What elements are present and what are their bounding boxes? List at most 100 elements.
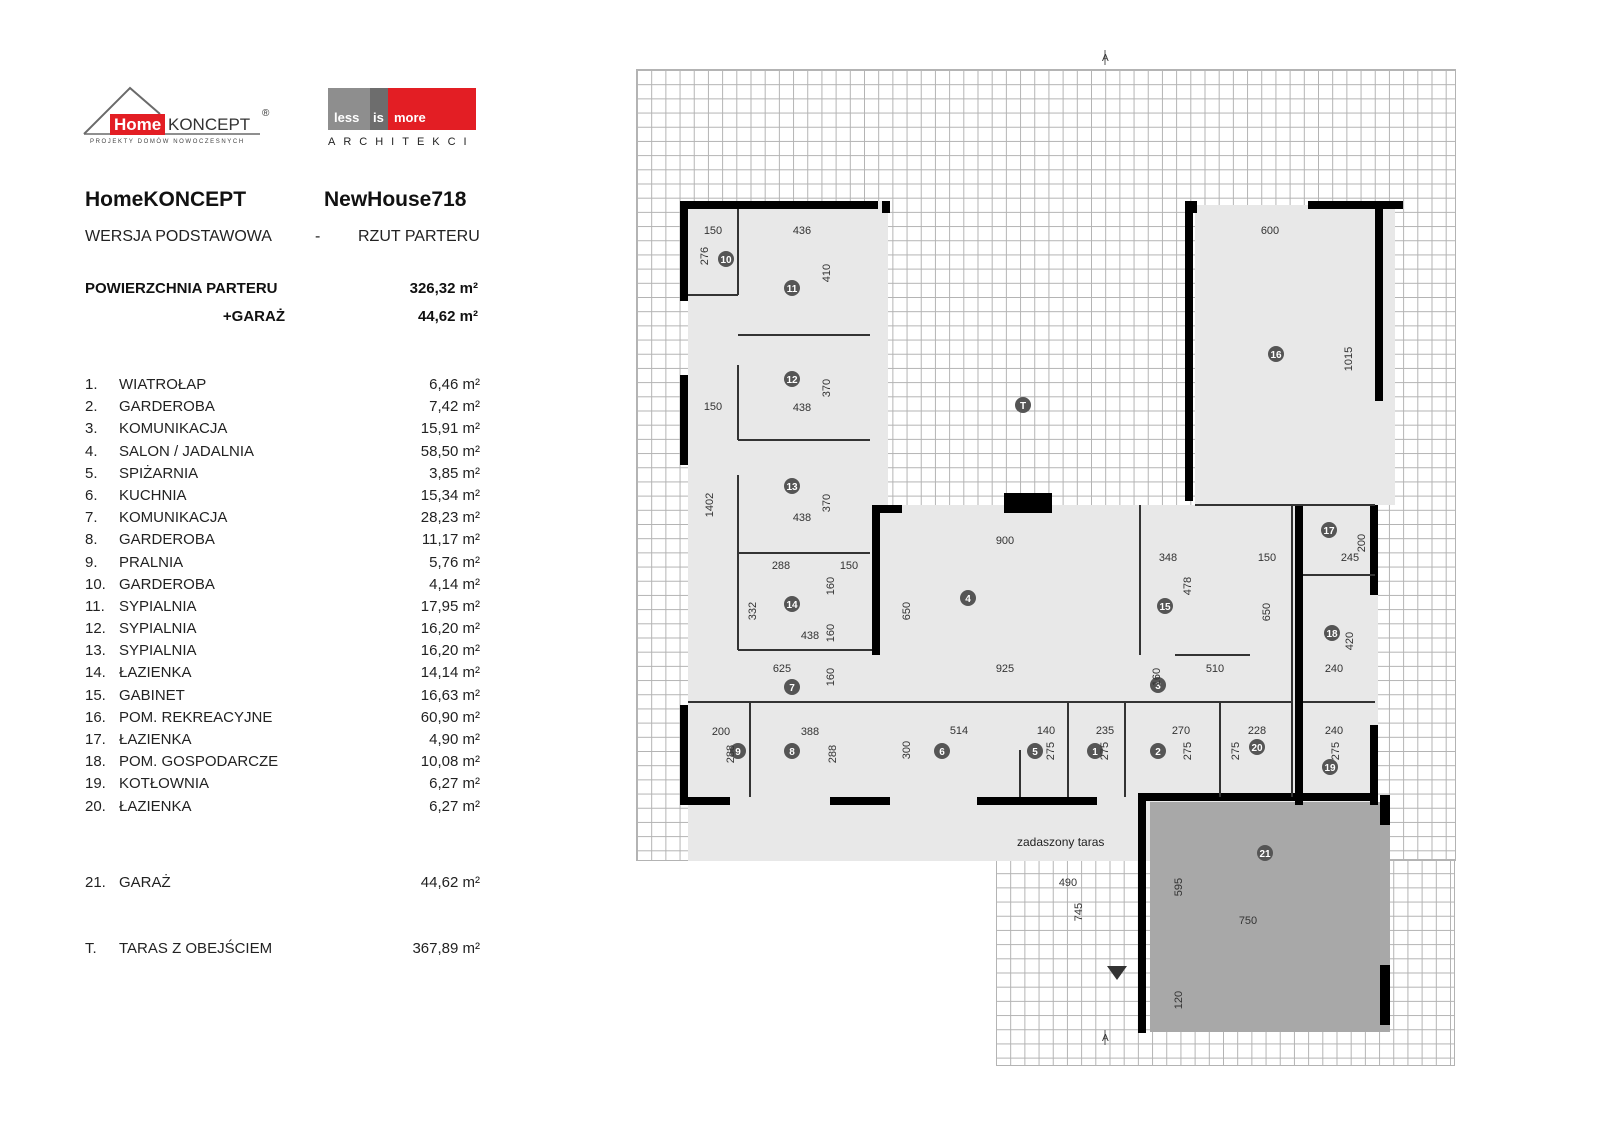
dimension-label: 235	[1096, 725, 1114, 737]
dimension-label: 420	[1344, 632, 1356, 650]
room-area: 14,14 m²	[420, 664, 480, 682]
room-number: 19.	[85, 775, 106, 793]
room-area: 58,50 m²	[420, 442, 480, 460]
room-marker-label: 10	[720, 255, 732, 266]
separator: -	[315, 228, 321, 245]
dimension-label: 160	[825, 577, 837, 595]
room-name: TARAS Z OBEJŚCIEM	[119, 940, 273, 957]
dimension-label: 514	[950, 725, 968, 737]
room-row: 14. ŁAZIENKA 14,14 m²	[85, 664, 480, 686]
room-name: GARDEROBA	[119, 398, 215, 416]
room-marker-label: 19	[1324, 763, 1336, 774]
room-number: 8.	[85, 531, 98, 549]
room-marker: 7	[784, 679, 800, 695]
dimension-label: 300	[901, 741, 913, 759]
room-marker: 10	[718, 251, 734, 267]
room-marker: 12	[784, 371, 800, 387]
registered-mark: ®	[262, 108, 270, 119]
room-number: 10.	[85, 575, 106, 593]
room-name: KOMUNIKACJA	[119, 420, 228, 438]
room-number: 17.	[85, 731, 106, 748]
room-name: SYPIALNIA	[119, 620, 197, 638]
room-marker-label: 5	[1032, 747, 1038, 758]
room-area: 4,90 m²	[429, 731, 480, 748]
dimension-label: 332	[747, 602, 759, 620]
room-marker: 5	[1027, 743, 1043, 759]
dimension-label: 150	[704, 225, 722, 237]
room-name: POM. GOSPODARCZE	[119, 753, 279, 771]
room-row: 8. GARDEROBA 11,17 m²	[85, 531, 480, 553]
room-marker-label: 2	[1155, 747, 1161, 758]
room-area: 3,85 m²	[429, 464, 480, 482]
room-area: 60,90 m²	[420, 708, 480, 726]
room-number: 7.	[85, 509, 98, 527]
room-area: 11,17 m²	[421, 531, 480, 549]
room-number: 1.	[85, 376, 98, 393]
room-name: ŁAZIENKA	[119, 731, 192, 748]
room-number: 4.	[85, 442, 98, 460]
room-name: ŁAZIENKA	[119, 664, 192, 682]
dimension-label: 650	[901, 602, 913, 620]
room-area: 16,63 m²	[420, 686, 480, 704]
dimension-label: 288	[772, 560, 790, 572]
more-block: more	[388, 88, 476, 130]
dimension-label: 275	[1230, 742, 1242, 760]
room-marker-label: 11	[787, 284, 798, 295]
dimension-label: 150	[704, 401, 722, 413]
room-marker-label: 12	[786, 375, 798, 386]
dimension-label: 438	[793, 512, 811, 524]
homekoncept-tagline: PROJEKTY DOMÓW NOWOCZESNYCH	[90, 139, 245, 145]
dimension-label: 478	[1182, 577, 1194, 595]
room-number: 14.	[85, 664, 106, 682]
room-marker-label: 14	[786, 600, 798, 611]
dimension-label: 370	[821, 494, 833, 512]
homekoncept-badge: Home	[110, 114, 166, 135]
homekoncept-logo: Home KONCEPT ® PROJEKTY DOMÓW NOWOCZESNY…	[80, 84, 280, 154]
room-number: 16.	[85, 708, 106, 726]
room-area: 44,62 m²	[420, 874, 480, 891]
room-marker-label: 21	[1259, 849, 1271, 860]
dimension-label: 650	[1261, 603, 1273, 621]
dimension-label: 228	[1248, 725, 1266, 737]
section-mark-bottom: A	[1102, 1033, 1109, 1044]
dimension-label: 200	[1356, 534, 1368, 552]
terrace-row: T. TARAS Z OBEJŚCIEM 367,89 m²	[85, 940, 480, 962]
room-marker: 8	[784, 743, 800, 759]
dimension-label: 275	[1045, 742, 1057, 760]
dimension-label: 900	[996, 535, 1014, 547]
room-area: 16,20 m²	[420, 620, 480, 638]
dimension-label: 750	[1239, 915, 1257, 927]
dimension-label: 438	[793, 402, 811, 414]
floor-fills	[688, 201, 1395, 1032]
room-marker: 21	[1257, 845, 1273, 861]
room-name: GARDEROBA	[119, 531, 215, 549]
room-area: 15,91 m²	[420, 420, 480, 438]
homekoncept-wordmark: KONCEPT	[168, 115, 251, 134]
room-marker-label: T	[1020, 401, 1026, 412]
lessismore-logo: less is more ARCHITEKCI	[328, 88, 478, 158]
room-number: 11.	[85, 597, 105, 615]
room-number: 21.	[85, 874, 106, 891]
room-area: 367,89 m²	[412, 940, 480, 957]
section-mark-top: A	[1102, 53, 1109, 64]
room-area: 7,42 m²	[429, 398, 480, 416]
room-name: KUCHNIA	[119, 486, 187, 504]
project-title: NewHouse718	[324, 188, 467, 211]
room-marker: 6	[934, 743, 950, 759]
room-number: 6.	[85, 486, 98, 504]
dimension-label: 160	[1151, 668, 1163, 686]
